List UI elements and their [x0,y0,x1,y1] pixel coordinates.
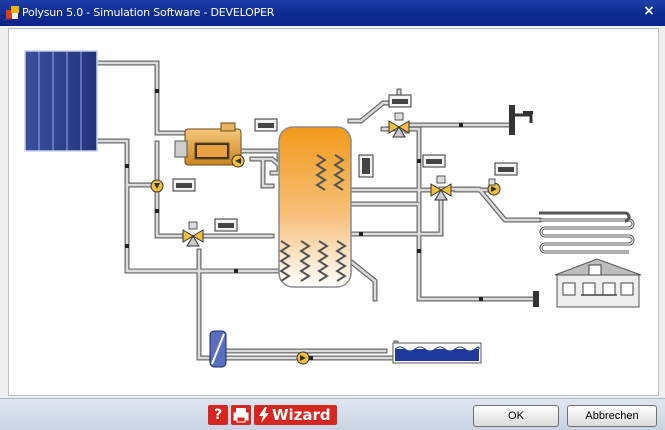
dialog-footer: ? Wizard OK Abbrechen [0,398,665,430]
boiler[interactable] [174,122,242,166]
help-icon[interactable]: ? [208,405,228,425]
mixing-valve[interactable] [430,175,452,201]
controller-module[interactable] [388,94,412,108]
controller-module[interactable] [254,118,278,132]
window-title: Polysun 5.0 - Simulation Software - DEVE… [22,6,275,19]
lightning-icon [259,407,269,423]
controller-module[interactable] [358,154,374,178]
floor-heating-coil[interactable] [539,211,635,254]
pump[interactable] [487,178,501,196]
pump[interactable] [150,179,164,193]
system-diagram-canvas [8,28,659,396]
storage-tank[interactable] [278,126,352,288]
pipe-network [94,60,542,361]
app-logo-icon [6,6,19,19]
house[interactable] [533,258,642,308]
controller-module[interactable] [172,178,196,192]
controller-module[interactable] [422,154,446,168]
mixing-valve[interactable] [388,112,410,138]
controller-module[interactable] [214,218,238,232]
mixing-valve[interactable] [182,221,204,247]
swimming-pool[interactable] [392,342,482,364]
hot-water-tap[interactable] [509,105,533,135]
pump[interactable] [231,154,245,168]
print-icon[interactable] [231,405,251,425]
wizard-button[interactable]: Wizard [254,405,337,425]
cancel-button[interactable]: Abbrechen [567,405,657,427]
heat-exchanger[interactable] [209,330,227,368]
wizard-label: Wizard [272,406,331,424]
close-icon[interactable]: × [643,3,655,19]
pump[interactable] [296,351,310,365]
ok-button[interactable]: OK [473,405,559,427]
hydraulic-scheme [24,50,642,368]
title-bar: Polysun 5.0 - Simulation Software - DEVE… [0,0,665,26]
solar-collector[interactable] [24,50,98,152]
controller-module[interactable] [494,162,518,176]
